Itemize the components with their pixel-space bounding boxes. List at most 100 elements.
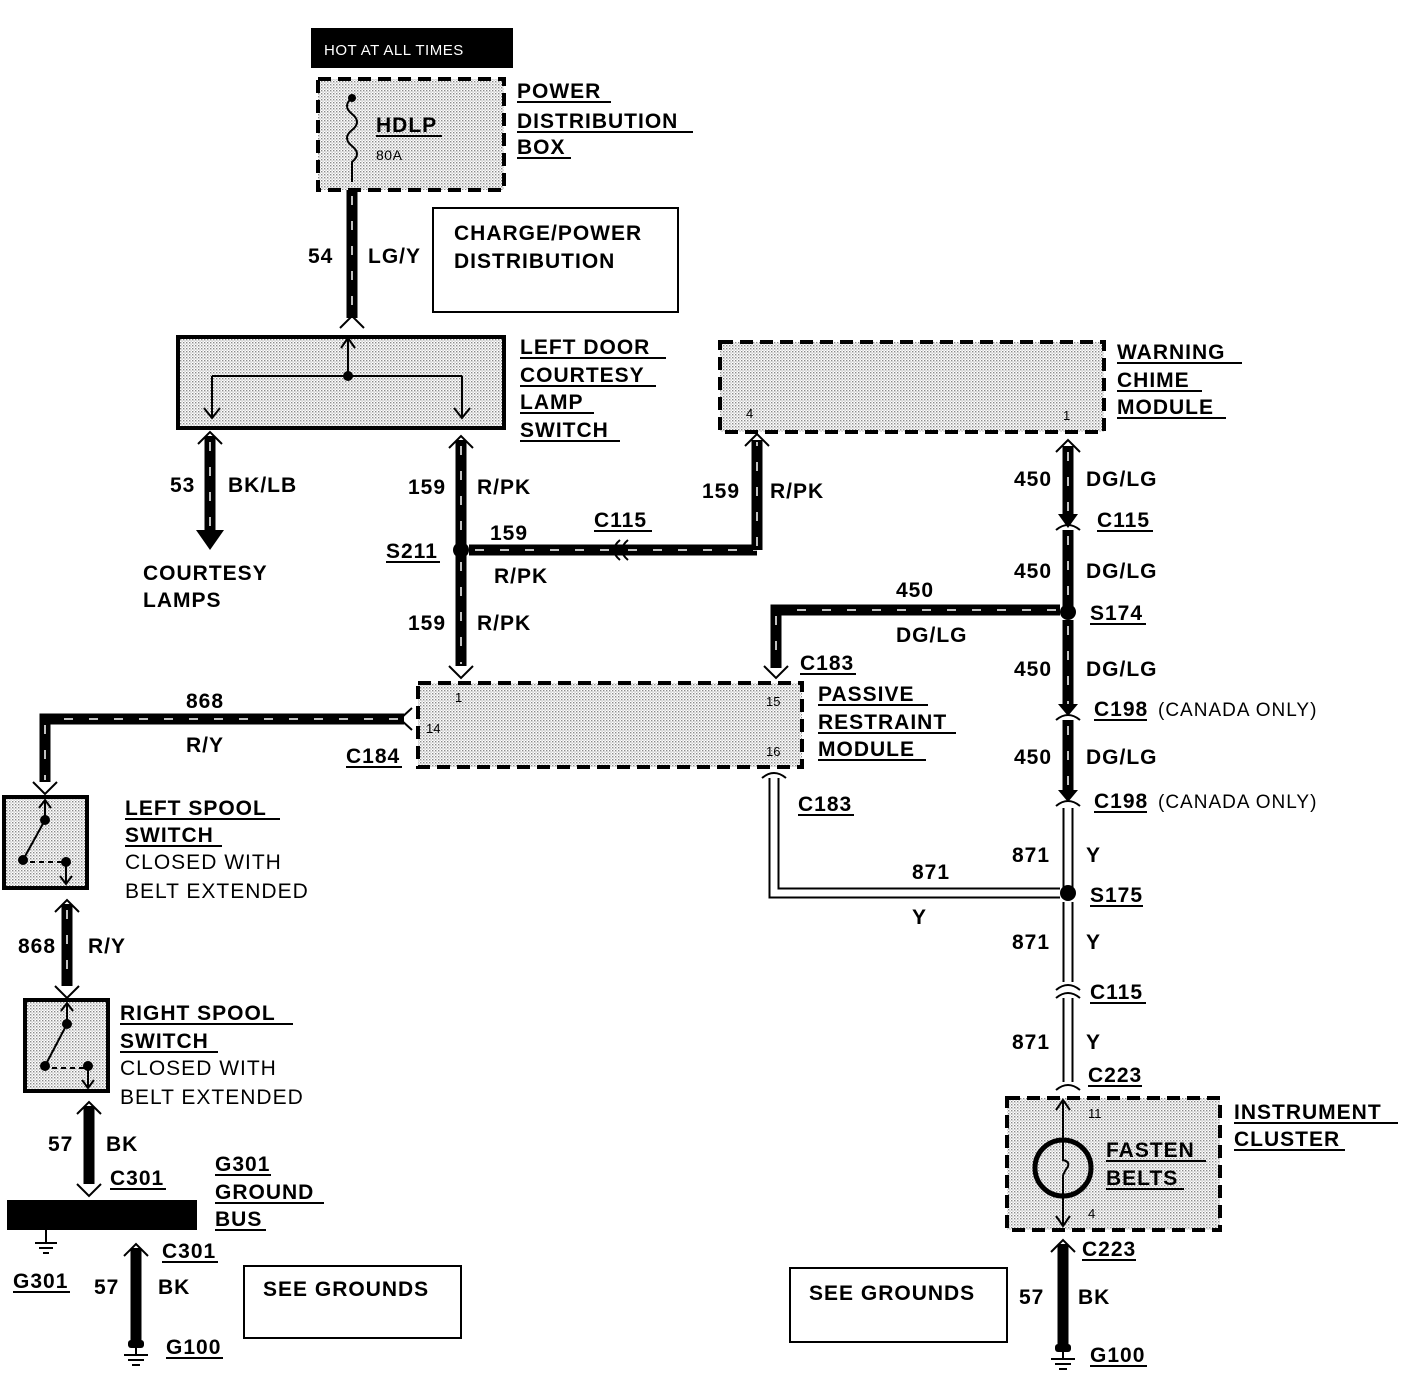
wire-53: 53 BK/LB COURTESY LAMPS	[143, 430, 296, 612]
connector-c183-b: C183	[798, 793, 852, 816]
svg-text:1: 1	[1063, 408, 1070, 423]
svg-text:WARNING: WARNING	[1117, 341, 1226, 364]
svg-text:PASSIVE: PASSIVE	[818, 683, 914, 706]
svg-text:450: 450	[1014, 560, 1052, 583]
svg-text:MODULE: MODULE	[1117, 396, 1214, 419]
svg-text:159: 159	[408, 476, 446, 499]
svg-text:4: 4	[746, 406, 753, 421]
svg-text:BELT EXTENDED: BELT EXTENDED	[120, 1086, 304, 1109]
wire-871-d: 871 Y C223	[1012, 998, 1142, 1091]
connector-c301-b: C301	[162, 1240, 216, 1263]
svg-text:LEFT SPOOL: LEFT SPOOL	[125, 797, 267, 820]
svg-text:CLUSTER: CLUSTER	[1234, 1128, 1340, 1151]
svg-text:Y: Y	[1086, 1031, 1101, 1054]
wire-57-a: 57 BK C301	[48, 1100, 166, 1198]
svg-text:159: 159	[408, 612, 446, 635]
svg-text:15: 15	[766, 694, 780, 709]
svg-text:SWITCH: SWITCH	[120, 1030, 209, 1053]
left-door-switch-label: LEFT DOOR COURTESY LAMP SWITCH	[520, 336, 666, 442]
splice-s174: S174	[1060, 602, 1146, 625]
g301-ground-bus: G301	[7, 1200, 197, 1293]
connector-c184: C184	[346, 745, 400, 768]
svg-text:868: 868	[18, 935, 56, 958]
svg-text:Y: Y	[1086, 844, 1101, 867]
passive-restraint-label: PASSIVE RESTRAINT MODULE	[818, 683, 956, 761]
svg-text:COURTESY: COURTESY	[520, 364, 645, 387]
svg-text:R/Y: R/Y	[88, 935, 126, 958]
svg-text:450: 450	[1014, 746, 1052, 769]
wire-450-a: 450 DG/LG C115	[1014, 438, 1157, 532]
svg-text:57: 57	[1019, 1286, 1044, 1309]
wire-57-c: 57 BK C223 G100	[1019, 1238, 1147, 1370]
svg-text:DG/LG: DG/LG	[896, 624, 968, 647]
g100-label-right: G100	[1090, 1344, 1145, 1367]
svg-text:450: 450	[896, 579, 934, 602]
wire-871-c: 871 Y C115	[1012, 902, 1146, 1004]
connector-c198-a: C198	[1094, 698, 1148, 721]
svg-text:R/PK: R/PK	[477, 476, 531, 499]
passive-restraint-module: 1 14 15 16	[416, 681, 804, 769]
svg-text:57: 57	[94, 1276, 119, 1299]
svg-text:159: 159	[490, 522, 528, 545]
svg-text:POWER: POWER	[517, 80, 601, 103]
svg-text:GROUND: GROUND	[215, 1181, 314, 1204]
see-grounds-box-right: SEE GROUNDS	[789, 1267, 1008, 1343]
svg-text:11: 11	[1088, 1106, 1102, 1121]
wire-871-a: 871 Y	[1012, 808, 1101, 888]
svg-text:LEFT DOOR: LEFT DOOR	[520, 336, 650, 359]
left-door-courtesy-lamp-switch	[176, 335, 506, 430]
connector-c223-a: C223	[1088, 1064, 1142, 1087]
see-grounds-box-left: SEE GROUNDS	[243, 1265, 462, 1339]
svg-text:1: 1	[455, 690, 462, 705]
wire-450-c: 450 DG/LG C183	[763, 579, 1060, 680]
right-spool-switch	[23, 998, 110, 1093]
svg-text:16: 16	[766, 744, 780, 759]
svg-text:DG/LG: DG/LG	[1086, 746, 1158, 769]
svg-text:4: 4	[1088, 1206, 1095, 1221]
svg-text:BK: BK	[1078, 1286, 1110, 1309]
svg-text:CHARGE/POWER: CHARGE/POWER	[454, 222, 642, 245]
svg-text:DISTRIBUTION: DISTRIBUTION	[454, 250, 615, 273]
svg-text:CHIME: CHIME	[1117, 369, 1190, 392]
svg-text:871: 871	[912, 861, 950, 884]
svg-text:Y: Y	[912, 906, 927, 929]
warning-chime-module: 4 1	[718, 340, 1106, 434]
svg-text:S211: S211	[386, 540, 438, 563]
wire-868-a: 868 R/Y C184	[32, 690, 413, 796]
svg-text:57: 57	[48, 1133, 73, 1156]
wire-159-lower: 159 R/PK	[408, 556, 531, 680]
svg-text:BK: BK	[106, 1133, 138, 1156]
svg-text:Y: Y	[1086, 931, 1101, 954]
wire-450-e: 450 DG/LG C198 (CANADA ONLY)	[1014, 720, 1316, 813]
connector-c223-b: C223	[1082, 1238, 1136, 1261]
svg-text:450: 450	[1014, 468, 1052, 491]
wire-57-b: 57 BK C301 G100	[94, 1240, 223, 1366]
svg-text:871: 871	[1012, 931, 1050, 954]
power-distribution-box: HDLP 80A	[316, 77, 506, 192]
connector-c198-b: C198	[1094, 790, 1148, 813]
courtesy-lamps-label: COURTESY	[143, 562, 268, 585]
svg-text:BUS: BUS	[215, 1208, 262, 1231]
left-spool-switch	[2, 795, 89, 890]
svg-text:BOX: BOX	[517, 136, 566, 159]
wire-450-d: 450 DG/LG C198 (CANADA ONLY)	[1014, 620, 1316, 721]
connector-c301-a: C301	[110, 1167, 164, 1190]
connector-c115-a: C115	[594, 509, 647, 532]
svg-text:868: 868	[186, 690, 224, 713]
g100-label-left: G100	[166, 1336, 221, 1359]
svg-text:BELTS: BELTS	[1106, 1167, 1178, 1190]
svg-text:CLOSED WITH: CLOSED WITH	[125, 851, 282, 874]
wire-159-upper: 159 R/PK	[408, 434, 531, 546]
svg-text:R/PK: R/PK	[770, 480, 824, 503]
g301-label: G301	[13, 1270, 68, 1293]
wire-159-horizontal: 159 R/PK C115 159 R/PK	[469, 432, 824, 588]
svg-text:DISTRIBUTION: DISTRIBUTION	[517, 110, 678, 133]
svg-text:R/PK: R/PK	[477, 612, 531, 635]
svg-text:LAMPS: LAMPS	[143, 589, 222, 612]
svg-text:53: 53	[170, 474, 195, 497]
svg-text:FASTEN: FASTEN	[1106, 1139, 1195, 1162]
right-spool-label: RIGHT SPOOL SWITCH CLOSED WITH BELT EXTE…	[120, 1002, 304, 1109]
svg-text:RESTRAINT: RESTRAINT	[818, 711, 947, 734]
hot-at-all-times-header: HOT AT ALL TIMES	[311, 28, 513, 68]
